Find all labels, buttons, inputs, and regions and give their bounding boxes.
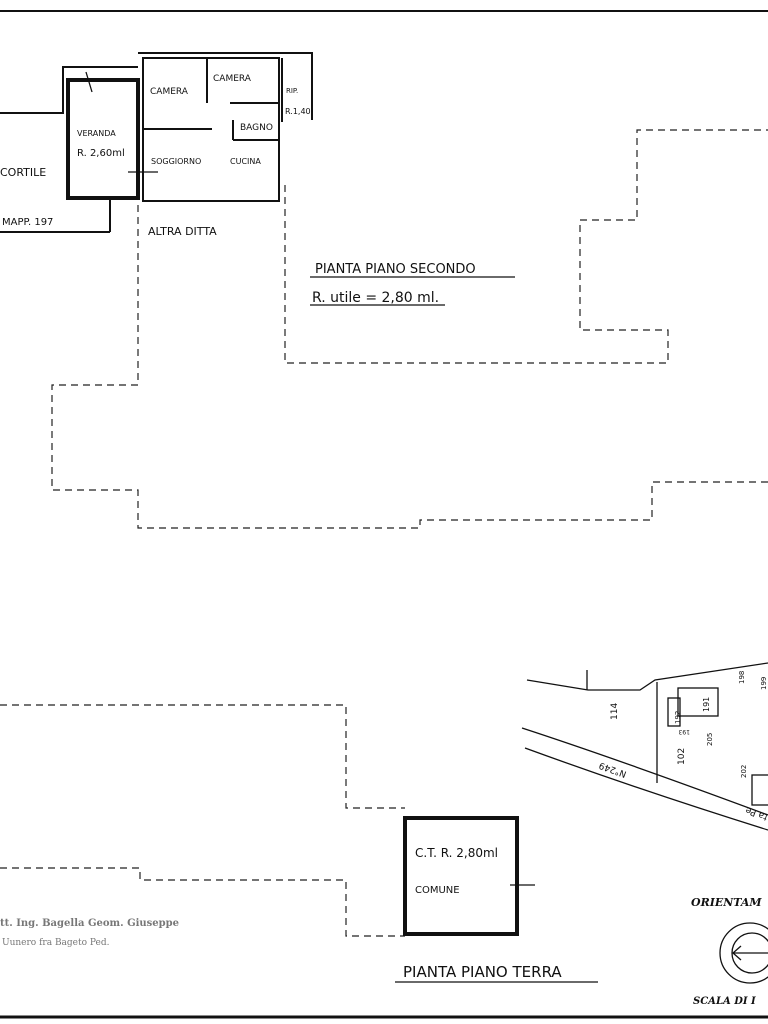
room-bagno: BAGNO [240, 123, 273, 133]
label-mapp: MAPP. 197 [2, 217, 53, 228]
orientation-label: ORIENTAM [691, 896, 762, 909]
second-floor-height-note: R. utile = 2,80 ml. [312, 290, 439, 306]
parcel-192: 192 [674, 711, 682, 724]
label-altra-ditta: ALTRA DITTA [148, 225, 217, 238]
boundary-lines [0, 129, 768, 937]
label-cortile: CORTILE [0, 166, 46, 179]
ground-room-label: C.T. R. 2,80ml [415, 846, 498, 860]
stamp-line-2: Uunero fra Bageto Ped. [2, 938, 110, 948]
rip-height: R.1,40 [285, 107, 311, 116]
stamp-line-1: tt. Ing. Bagella Geom. Giuseppe [0, 918, 179, 929]
compass-icon [719, 922, 768, 984]
parcel-205: 205 [706, 733, 714, 746]
room-soggiorno: SOGGIORNO [151, 157, 201, 166]
room-camera-1: CAMERA [150, 87, 189, 97]
parcel-114: 114 [610, 703, 620, 720]
scale-label: SCALA DI I [693, 996, 756, 1007]
parcel-199: 199 [760, 677, 768, 690]
second-floor-title: PIANTA PIANO SECONDO [315, 262, 476, 277]
room-camera-2: CAMERA [213, 74, 252, 84]
room-cucina: CUCINA [230, 157, 261, 166]
parcel-198: 198 [738, 671, 746, 684]
room-rip: RIP. [286, 87, 298, 95]
ground-room-name: COMUNE [415, 885, 460, 896]
site-map [521, 662, 768, 831]
parcel-193: 193 [678, 728, 690, 735]
parcel-191: 191 [702, 697, 711, 712]
parcel-202: 202 [740, 765, 748, 778]
second-floor-apartment [0, 52, 313, 233]
veranda-height: R. 2,60ml [77, 148, 125, 159]
street-label: ta Pe [744, 804, 768, 821]
room-veranda: VERANDA [77, 129, 116, 138]
parcel-102: 102 [677, 748, 687, 765]
ground-floor-room [403, 816, 535, 936]
ground-floor-title: PIANTA PIANO TERRA [403, 963, 562, 981]
